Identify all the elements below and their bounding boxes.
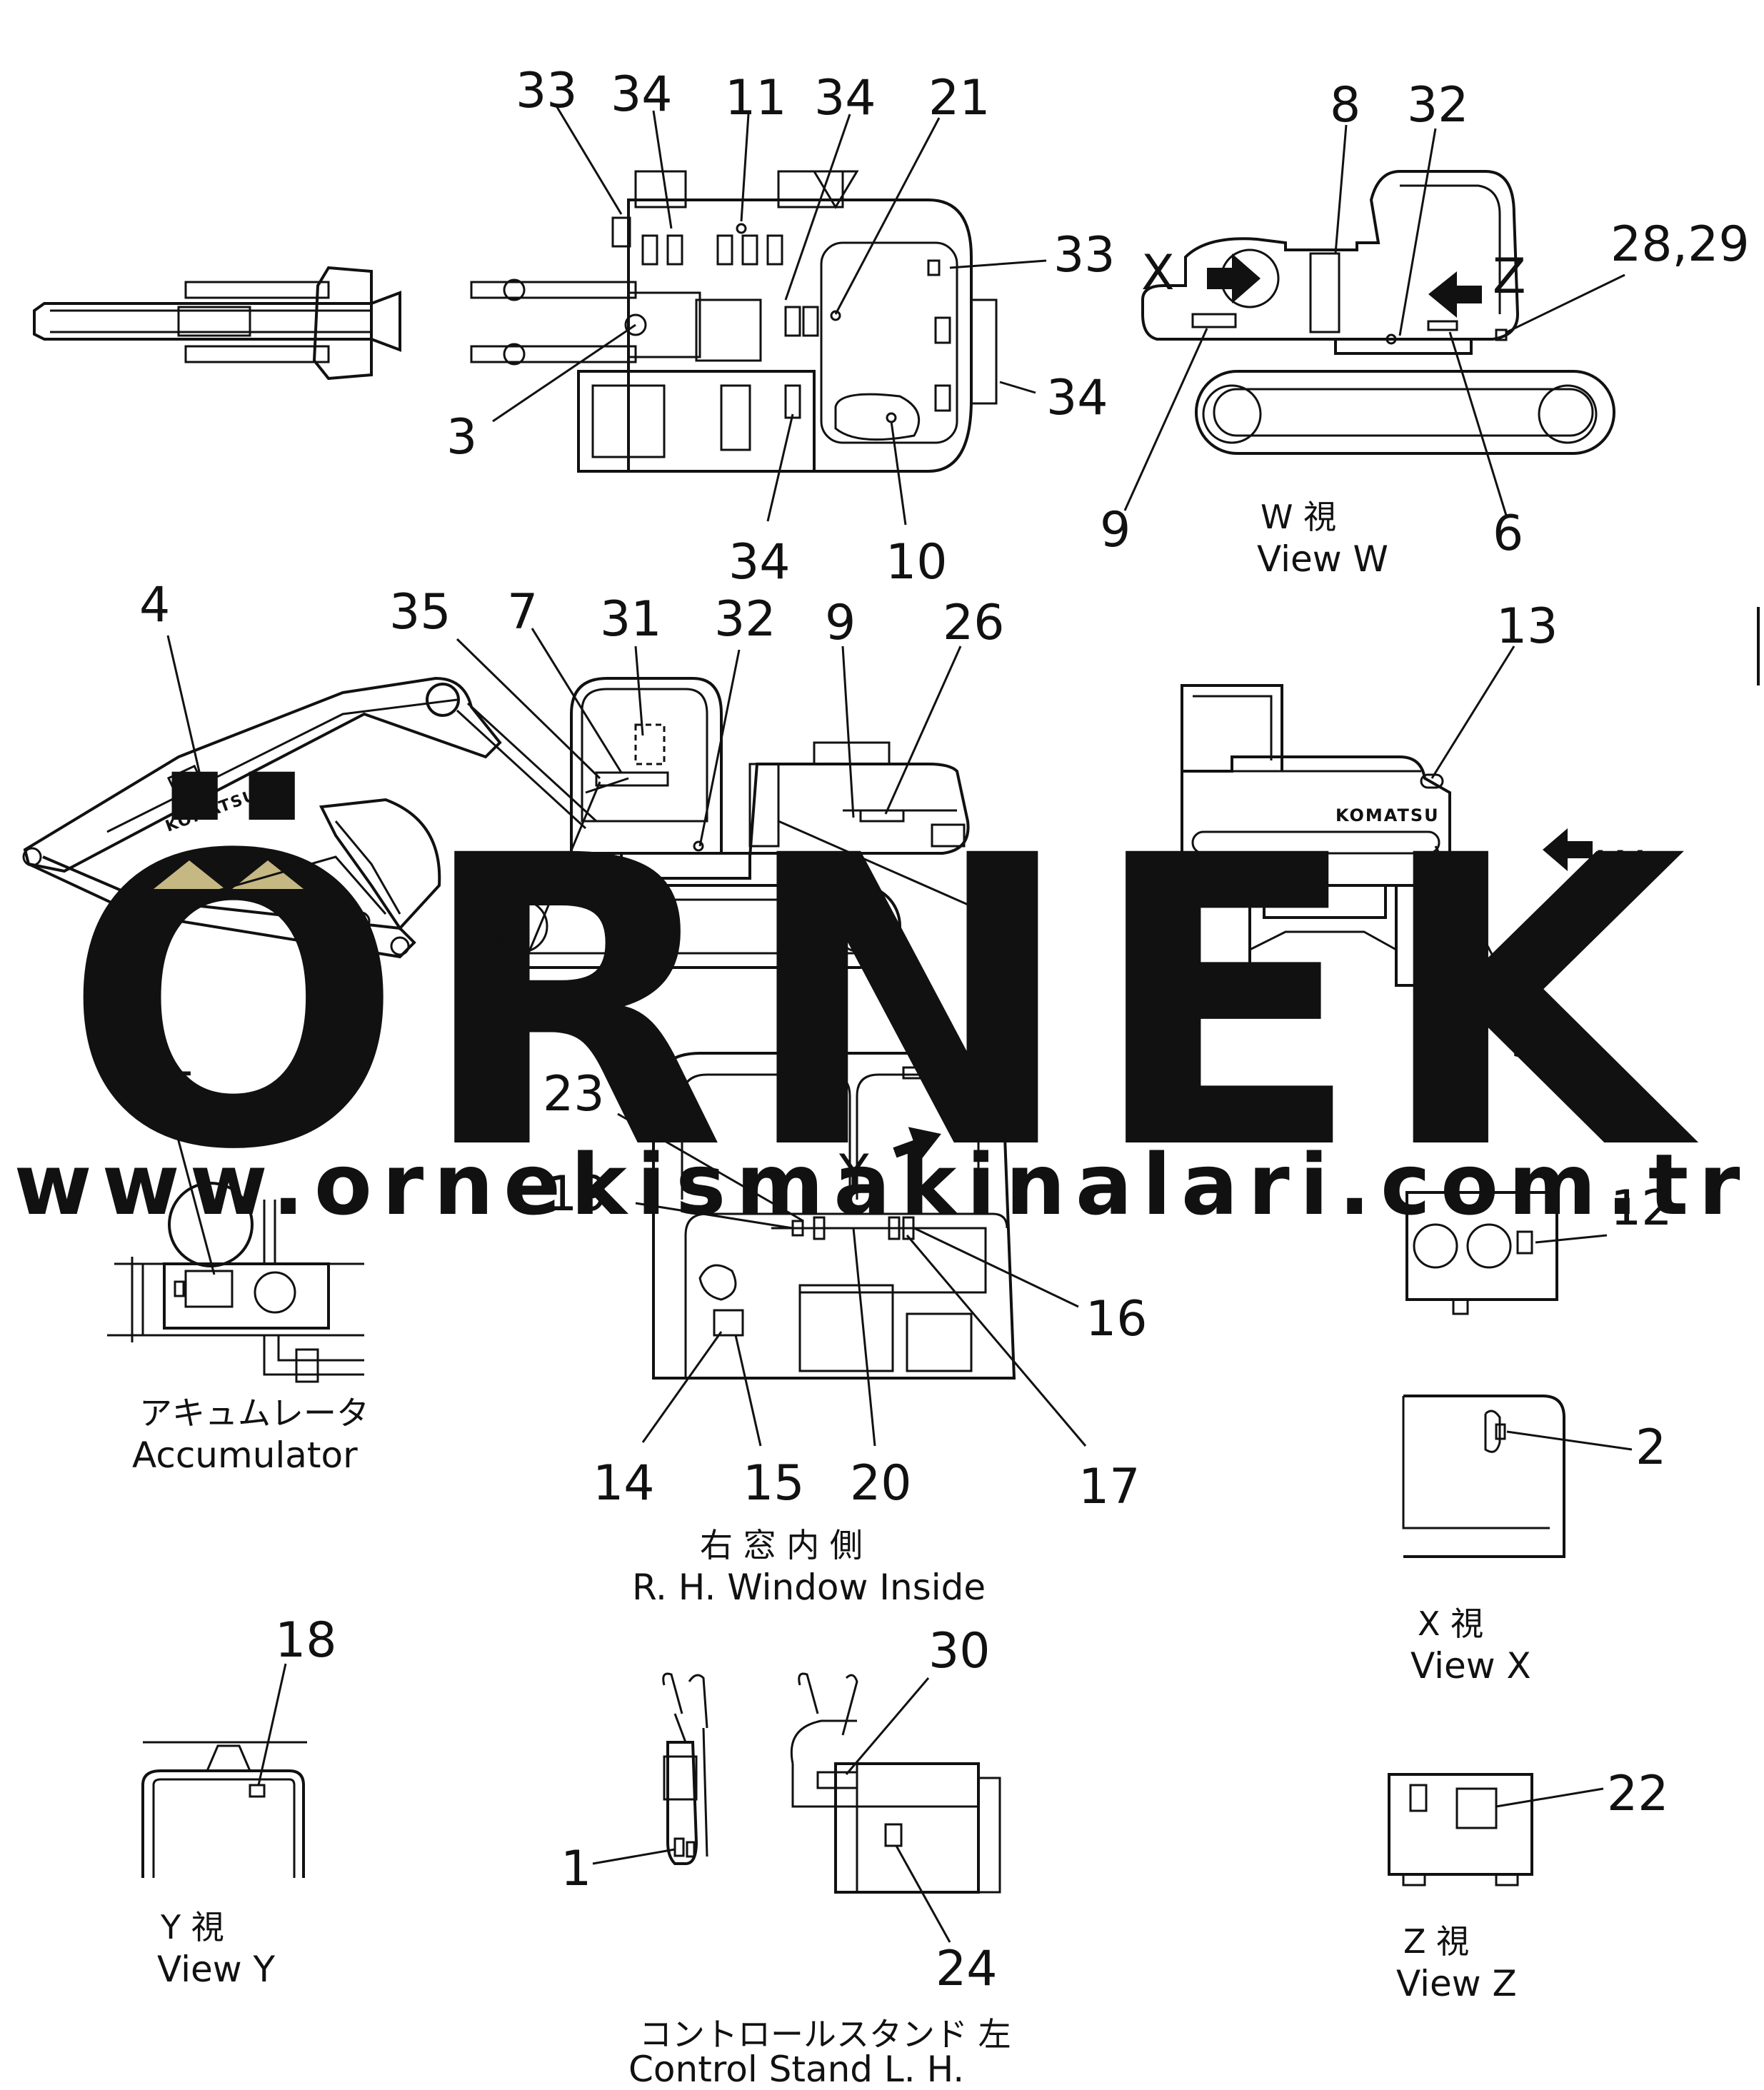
control-stand-caption: Control Stand L. H.: [628, 2049, 964, 2090]
part-number: 9: [1100, 502, 1131, 558]
part-number: 32: [1407, 77, 1469, 134]
arrow-y-icon: [893, 1127, 941, 1161]
view-z-labels: 22 Z 視 View Z: [1396, 1766, 1669, 2004]
top-view-drawing: [33, 170, 998, 473]
part-number: 21: [928, 70, 991, 126]
part-number: 26: [943, 595, 1005, 651]
part-number: 8: [982, 905, 1013, 962]
top-view-labels: 33 34 11 34 21 33 3 34 34 10: [446, 63, 1116, 591]
arrow-x-icon: [1207, 253, 1261, 303]
part-number: 25: [136, 1062, 198, 1119]
window-inside-drawing: Y: [652, 1052, 1016, 1380]
view-y-caption: View Y: [157, 1949, 276, 1990]
window-caption: R. H. Window Inside: [632, 1567, 986, 1608]
part-number: 32: [714, 591, 776, 648]
part-number: 5: [1510, 1013, 1541, 1069]
view-z-leaders: [1495, 1787, 1604, 1808]
watermark-url: www.ornekismakinalari.com.tr: [14, 1135, 1750, 1234]
accumulator-leaders: [170, 1113, 216, 1275]
part-number: 15: [743, 1455, 805, 1512]
side-view-leaders: [166, 628, 990, 997]
control-stand-caption-jp: コントロールスタンド 左: [639, 2015, 1011, 2054]
view-w-caption: View W: [1257, 538, 1388, 580]
part-number: 19: [546, 1166, 608, 1222]
view-y-labels: 18 Y 視 View Y: [157, 1612, 337, 1990]
window-inside-labels: 23 19 16 14 15 20 17 右 窓 内 側 R. H. Windo…: [543, 1066, 1148, 1608]
part-number: 3: [446, 409, 477, 466]
view-z-caption-jp: Z 視: [1403, 1922, 1469, 1961]
rear-view-drawing: KOMATSU W: [1166, 684, 1644, 987]
arrow-w-icon: [1543, 828, 1593, 871]
part-number: 13: [1496, 598, 1558, 655]
rear-brand-label: KOMATSU: [1335, 805, 1440, 825]
part-number: 34: [1046, 370, 1108, 426]
window-caption-jp: 右 窓 内 側: [700, 1526, 863, 1564]
part-number: 33: [1053, 227, 1116, 283]
part-number: 35: [389, 584, 451, 640]
part-number: 6: [1493, 506, 1523, 562]
view-x-labels: 12 2 X 視 View X: [1410, 1180, 1673, 1687]
part-number: 16: [1086, 1291, 1148, 1347]
part-number: 17: [1078, 1459, 1141, 1515]
view-w-labels: 8 32 28,29 9 6 W 視 View W: [1100, 77, 1750, 580]
part-number: 8: [1330, 77, 1360, 134]
control-stand-drawing: [662, 1672, 1001, 1894]
view-label-z: Z: [1493, 248, 1526, 305]
rear-view-leaders: [1430, 645, 1523, 1011]
part-number: 23: [543, 1066, 605, 1122]
view-w-drawing: X Z: [1141, 170, 1615, 455]
part-number: 2: [1635, 1420, 1666, 1476]
part-number: 14: [593, 1455, 655, 1512]
part-number: 22: [1607, 1766, 1669, 1822]
view-z-caption: View Z: [1396, 1963, 1517, 2004]
view-y-caption-jp: Y 視: [160, 1908, 224, 1946]
watermark: ÖRNEK www.ornekismakinalari.com.tr: [14, 768, 1750, 1237]
part-number: 31: [600, 591, 662, 648]
side-view-drawing: KOMATSU: [22, 676, 970, 969]
top-view-leaders: [492, 106, 1047, 526]
part-number: 34: [814, 70, 876, 126]
control-stand-labels: 1 30 24 コントロールスタンド 左 Control Stand L. H.: [561, 1623, 1011, 2090]
part-number: 28,29: [1610, 216, 1750, 273]
view-x-leaders: [1506, 1234, 1633, 1451]
watermark-brand: ÖRNEK: [64, 768, 1701, 1237]
arrow-z-icon: [1428, 271, 1482, 318]
view-w-caption-jp: W 視: [1261, 498, 1336, 536]
view-x-caption-jp: X 視: [1418, 1604, 1483, 1643]
window-inside-leaders: [617, 1112, 1087, 1447]
watermark-accent-icon: [154, 860, 304, 889]
part-number: 10: [886, 534, 948, 591]
part-number: 12: [1610, 1180, 1673, 1237]
accumulator-drawing: [107, 1182, 364, 1383]
view-x-caption: View X: [1410, 1645, 1531, 1687]
part-number: 27: [453, 991, 516, 1047]
part-number: 4: [139, 577, 170, 633]
part-number: 18: [275, 1612, 337, 1669]
rear-view-labels: 13 5: [1496, 598, 1558, 1069]
view-z-drawing: [1388, 1773, 1533, 1886]
part-number: 34: [728, 534, 791, 591]
view-label-y: Y: [838, 1145, 869, 1201]
view-y-leaders: [257, 1663, 287, 1786]
accumulator-caption: Accumulator: [132, 1435, 358, 1476]
view-x-drawing: [1402, 1191, 1565, 1558]
part-number: 20: [850, 1455, 912, 1512]
accumulator-labels: 25 アキュムレータ Accumulator: [132, 1062, 369, 1476]
part-number: 1: [561, 1841, 591, 1897]
part-number: 7: [507, 584, 538, 640]
part-number: 33: [516, 63, 578, 119]
view-label-w: W: [1596, 841, 1644, 898]
side-view-labels: 4 35 7 31 32 9 26 8 27: [139, 577, 1013, 1047]
accumulator-caption-jp: アキュムレータ: [139, 1394, 369, 1432]
part-number: 11: [725, 70, 787, 126]
view-w-leaders: [1123, 124, 1625, 518]
view-y-drawing: [141, 1741, 307, 1878]
part-number: 30: [928, 1623, 991, 1679]
part-number: 9: [825, 595, 856, 651]
part-number: 34: [611, 66, 673, 123]
control-stand-leaders: [592, 1677, 951, 1943]
view-label-x: X: [1141, 245, 1175, 301]
part-number: 24: [936, 1941, 998, 1997]
